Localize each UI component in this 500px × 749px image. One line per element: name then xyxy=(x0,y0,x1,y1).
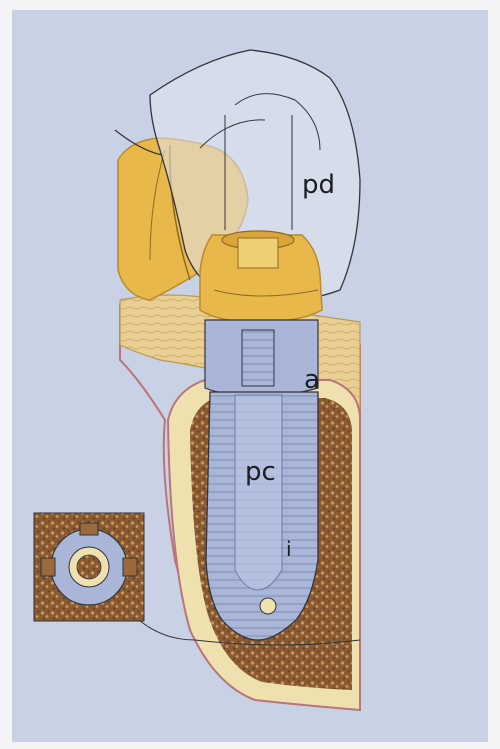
cross-section-center xyxy=(77,555,101,579)
implant-inner-shaft xyxy=(235,395,282,590)
implant-vent-hole xyxy=(260,598,276,614)
label-crown: pd xyxy=(302,170,335,200)
cross-section-flat-a xyxy=(41,558,55,576)
cross-section-flat-c xyxy=(80,523,98,535)
label-implant-body: pc xyxy=(245,457,276,487)
abutment-screw xyxy=(242,330,274,386)
label-implant-tip: i xyxy=(286,537,292,561)
label-abutment: a xyxy=(304,365,320,395)
abutment-screw-channel xyxy=(238,238,278,268)
cross-section-flat-b xyxy=(123,558,137,576)
cross-section-inset xyxy=(34,513,144,621)
